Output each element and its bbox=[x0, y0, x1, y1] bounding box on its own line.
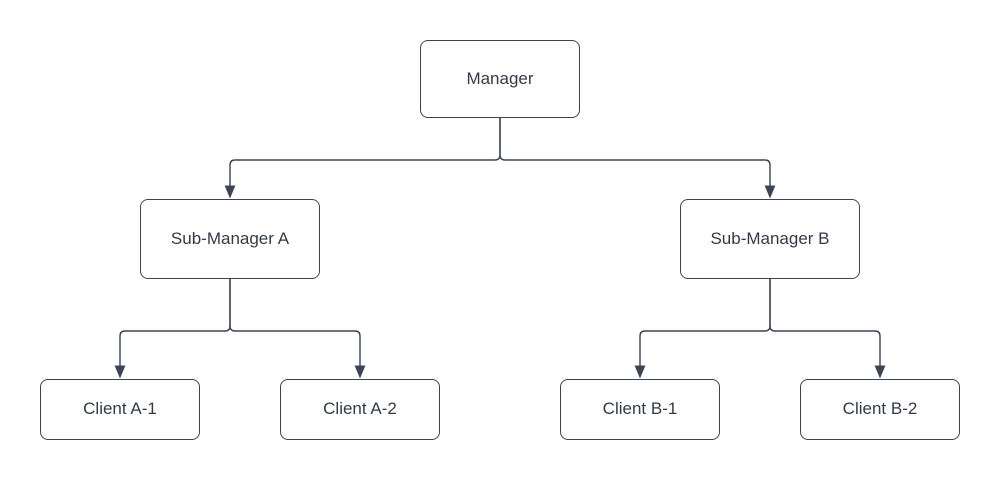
arrowhead-icon bbox=[634, 365, 646, 379]
edge-sub-manager-b-to-client-b2 bbox=[769, 279, 881, 367]
node-sub-manager-b-label: Sub-Manager B bbox=[710, 228, 830, 248]
node-client-b2: Client B-2 bbox=[800, 379, 960, 440]
node-client-a2-label: Client A-2 bbox=[323, 399, 397, 419]
node-client-b1-label: Client B-1 bbox=[602, 399, 678, 419]
node-client-a1-label: Client A-1 bbox=[83, 399, 157, 419]
edge-sub-manager-a-to-client-a2 bbox=[229, 279, 361, 367]
arrowhead-icon bbox=[354, 365, 366, 379]
node-sub-manager-a-label: Sub-Manager A bbox=[170, 228, 290, 248]
node-manager: Manager bbox=[420, 40, 580, 118]
arrowhead-icon bbox=[764, 185, 776, 199]
node-client-b2-label: Client B-2 bbox=[842, 399, 918, 419]
arrowhead-icon bbox=[114, 365, 126, 379]
node-client-b1: Client B-1 bbox=[560, 379, 720, 440]
edge-manager-to-sub-manager-b bbox=[499, 118, 771, 187]
node-manager-label: Manager bbox=[466, 68, 534, 88]
node-client-a1: Client A-1 bbox=[40, 379, 200, 440]
edge-manager-to-sub-manager-a bbox=[229, 118, 501, 187]
arrowhead-icon bbox=[224, 185, 236, 199]
node-sub-manager-a: Sub-Manager A bbox=[140, 199, 320, 279]
node-client-a2: Client A-2 bbox=[280, 379, 440, 440]
edge-sub-manager-b-to-client-b1 bbox=[639, 279, 771, 367]
node-sub-manager-b: Sub-Manager B bbox=[680, 199, 860, 279]
arrowhead-icon bbox=[874, 365, 886, 379]
edge-sub-manager-a-to-client-a1 bbox=[119, 279, 231, 367]
